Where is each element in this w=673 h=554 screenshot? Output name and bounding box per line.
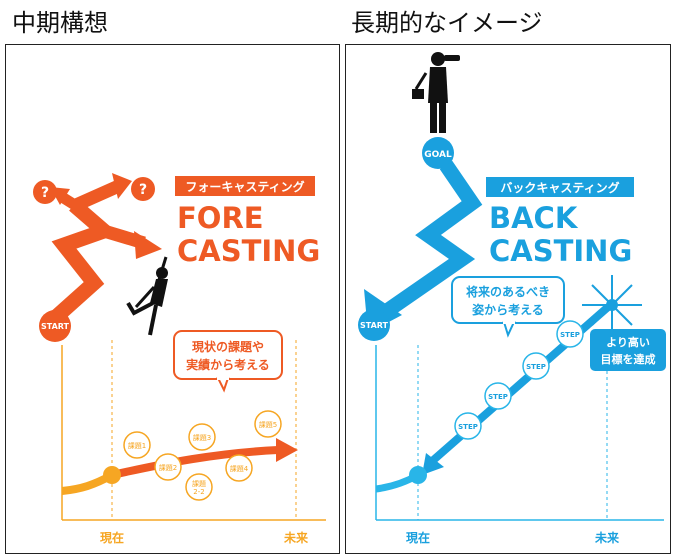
forecasting-diagram: ? ? START フォーキャスティング FORE CASTING 現在 未来 bbox=[33, 173, 326, 545]
forecasting-panel: ? ? START フォーキャスティング FORE CASTING 現在 未来 bbox=[5, 44, 340, 554]
step-3-label: STEP bbox=[526, 363, 546, 371]
forecasting-title-line2: CASTING bbox=[177, 234, 320, 268]
bubble-line1: 現状の課題や bbox=[192, 339, 264, 354]
task-3-circle bbox=[188, 423, 216, 451]
task-5-circle bbox=[254, 410, 282, 438]
step-4-label: STEP bbox=[560, 331, 580, 339]
question-mark-1: ? bbox=[41, 185, 49, 201]
start-label: START bbox=[41, 322, 70, 331]
task-1-label: 課題1 bbox=[128, 441, 146, 450]
step-1-label: STEP bbox=[458, 423, 478, 431]
step-4-circle bbox=[556, 320, 584, 348]
task-2-label: 課題2 bbox=[159, 463, 177, 472]
task-2-2-label-line1: 課題 bbox=[192, 479, 206, 488]
task-4-label: 課題4 bbox=[230, 464, 249, 473]
question-icon-1 bbox=[33, 180, 57, 204]
backcasting-diagram: GOAL START バックキャスティング BACK CASTING 現在 未来 bbox=[358, 52, 666, 545]
forecasting-badge bbox=[175, 176, 315, 196]
now-point-right bbox=[409, 466, 427, 484]
backcasting-badge bbox=[486, 177, 634, 197]
backcasting-speech-bubble bbox=[451, 276, 565, 338]
bubble-line2-right: 姿から考える bbox=[472, 302, 544, 317]
forecasting-badge-label: フォーキャスティング bbox=[185, 179, 304, 194]
step-2-label: STEP bbox=[488, 393, 508, 401]
forecasting-title-line1: FORE bbox=[177, 201, 264, 235]
bubble-line2: 実績から考える bbox=[186, 357, 270, 372]
target-line2: 目標を達成 bbox=[601, 352, 656, 366]
task-2-circle bbox=[154, 453, 182, 481]
backcast-path-arrowhead bbox=[422, 453, 444, 475]
axis-future-label: 未来 bbox=[283, 530, 309, 545]
axis-now-label: 現在 bbox=[100, 530, 124, 545]
backcasting-title-line2: CASTING bbox=[489, 234, 632, 268]
task-5-label: 課題5 bbox=[259, 420, 277, 429]
right-heading: 長期的なイメージ bbox=[351, 9, 543, 37]
step-3-circle bbox=[522, 352, 550, 380]
target-box bbox=[590, 329, 666, 371]
task-3-label: 課題3 bbox=[193, 433, 211, 442]
task-2-2-circle bbox=[185, 473, 213, 501]
backcasting-title-line1: BACK bbox=[489, 201, 579, 235]
target-line1: より高い bbox=[606, 335, 650, 349]
task-2-2-label-line2: 2-2 bbox=[193, 488, 204, 496]
backcasting-badge-label: バックキャスティング bbox=[500, 180, 619, 195]
start-circle-right bbox=[358, 309, 390, 341]
step-1-circle bbox=[454, 412, 482, 440]
question-mark-2: ? bbox=[139, 182, 147, 198]
task-4-circle bbox=[225, 454, 253, 482]
climber-figure-icon bbox=[126, 256, 168, 336]
question-icon-2 bbox=[131, 177, 155, 201]
backcasting-panel: GOAL START バックキャスティング BACK CASTING 現在 未来 bbox=[345, 44, 671, 554]
left-heading: 中期構想 bbox=[12, 9, 108, 37]
businessman-binoculars-icon bbox=[412, 52, 460, 133]
forecasting-zigzag-arrow bbox=[50, 173, 162, 323]
axis-now-label-right: 現在 bbox=[406, 530, 430, 545]
bubble-line1-right: 将来のあるべき bbox=[466, 284, 550, 299]
forecasting-speech-bubble bbox=[173, 330, 283, 393]
target-star-icon bbox=[582, 275, 642, 335]
forecast-arrowhead bbox=[276, 438, 298, 462]
start-circle bbox=[39, 310, 71, 342]
task-1-circle bbox=[123, 431, 151, 459]
start-label-right: START bbox=[360, 321, 389, 330]
axis-future-label-right: 未来 bbox=[594, 530, 620, 545]
goal-label: GOAL bbox=[424, 150, 452, 160]
backcasting-zigzag-arrow bbox=[379, 160, 483, 320]
goal-circle bbox=[422, 137, 454, 169]
step-2-circle bbox=[484, 382, 512, 410]
forecast-trend-arrow bbox=[111, 446, 279, 479]
now-point bbox=[103, 466, 121, 484]
